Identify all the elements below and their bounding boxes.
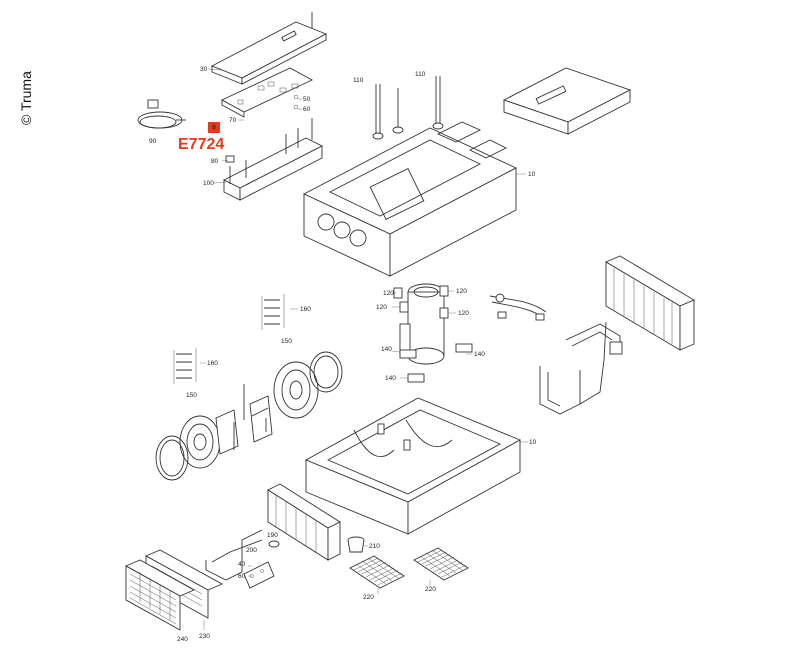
label-60-bracket: 60 bbox=[238, 573, 246, 580]
copyright-label: © Truma bbox=[18, 71, 34, 125]
label-140-c: 140 bbox=[385, 375, 396, 382]
label-220-a: 220 bbox=[363, 594, 374, 601]
label-30: 30 bbox=[200, 66, 208, 73]
part-pipework bbox=[539, 321, 623, 415]
part-heat-exchanger-top bbox=[605, 255, 695, 351]
label-150-a: 150 bbox=[281, 338, 292, 345]
label-120-d: 120 bbox=[458, 310, 469, 317]
label-110-a: 110 bbox=[353, 77, 364, 84]
label-210: 210 bbox=[369, 543, 380, 550]
part-160-terminals-lower bbox=[173, 348, 206, 384]
label-190: 190 bbox=[267, 532, 278, 539]
label-140-a: 140 bbox=[381, 346, 392, 353]
label-110-b: 110 bbox=[415, 71, 426, 78]
label-50: 50 bbox=[303, 96, 311, 103]
part-210-cap bbox=[347, 536, 368, 553]
part-190-pipe bbox=[205, 529, 280, 589]
label-100: 100 bbox=[203, 180, 214, 187]
label-160-a: 160 bbox=[300, 306, 311, 313]
part-220-filter-b bbox=[413, 547, 469, 586]
label-70: 70 bbox=[229, 117, 237, 124]
label-240: 240 bbox=[177, 636, 188, 643]
part-160-terminals-upper bbox=[261, 294, 298, 330]
label-120-b: 120 bbox=[376, 304, 387, 311]
part-70-circuit-board bbox=[221, 67, 313, 121]
label-60: 60 bbox=[303, 106, 311, 113]
label-140-b: 140 bbox=[474, 351, 485, 358]
label-80: 80 bbox=[211, 158, 219, 165]
part-heat-exchanger-bottom bbox=[267, 483, 341, 561]
part-220-filter-a bbox=[349, 555, 405, 594]
part-90-cable bbox=[137, 99, 186, 129]
part-150-fan-upper bbox=[243, 351, 343, 443]
part-compressor-assembly bbox=[391, 283, 547, 383]
part-10-upper-housing bbox=[302, 121, 526, 277]
label-120-a: 120 bbox=[383, 290, 394, 297]
label-150-b: 150 bbox=[186, 392, 197, 399]
housing-lid bbox=[502, 67, 632, 135]
label-10-lower: 10 bbox=[529, 439, 537, 446]
part-30-cover-plate bbox=[207, 12, 328, 85]
label-230: 230 bbox=[199, 633, 210, 640]
label-200: 200 bbox=[246, 547, 257, 554]
label-160-b: 160 bbox=[207, 360, 218, 367]
label-40: 40 bbox=[238, 561, 246, 568]
label-120-c: 120 bbox=[456, 288, 467, 295]
label-220-b: 220 bbox=[425, 586, 436, 593]
label-10-upper: 10 bbox=[528, 171, 536, 178]
part-10-lower-housing bbox=[304, 397, 528, 535]
callout-number-box: 6 bbox=[208, 122, 220, 133]
label-90: 90 bbox=[149, 138, 157, 145]
callout-part-code: E7724 bbox=[178, 136, 225, 153]
part-100-housing-tray bbox=[213, 118, 323, 201]
part-240-grille bbox=[124, 559, 196, 631]
part-150-fan-lower bbox=[155, 409, 239, 481]
part-110-bolts bbox=[372, 76, 444, 140]
